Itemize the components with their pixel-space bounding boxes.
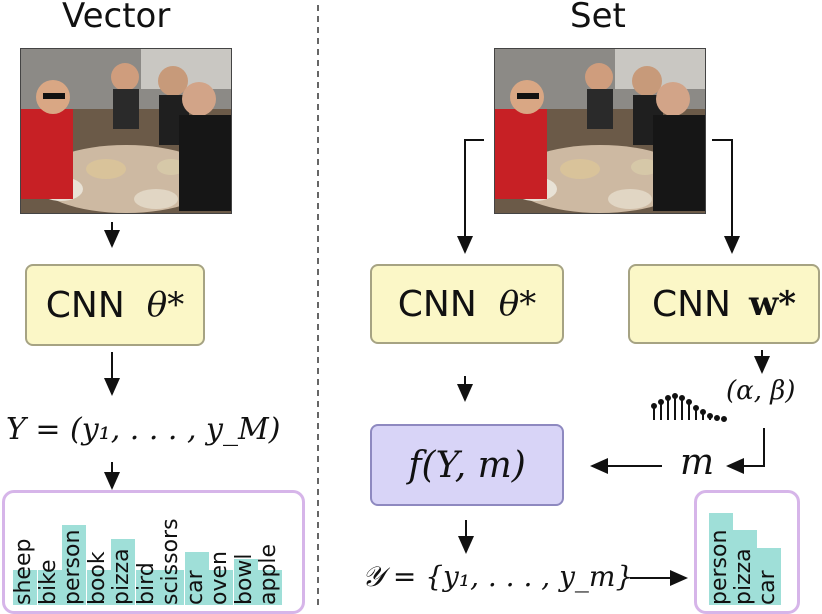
arrow-photo-to-cnn1 bbox=[457, 139, 484, 254]
vector-score-bar bbox=[86, 570, 111, 605]
vector-score-bar bbox=[37, 570, 62, 605]
m-label: m bbox=[680, 442, 715, 483]
set-class-label: pizza bbox=[731, 548, 756, 605]
vector-score-bar bbox=[258, 570, 282, 605]
vector-title: Vector bbox=[62, 0, 171, 36]
vector-score-bar bbox=[111, 539, 135, 605]
vector-class-label: bike bbox=[35, 559, 61, 605]
vector-class-label: person bbox=[60, 529, 85, 605]
vector-class-label: bowl bbox=[231, 553, 257, 605]
cnn-theta-box-right: CNN θ* bbox=[370, 264, 564, 344]
theta-star: θ* bbox=[146, 285, 185, 325]
vector-class-label: apple bbox=[256, 543, 281, 605]
vector-score-bar bbox=[13, 570, 37, 605]
vector-score-bar bbox=[160, 570, 184, 605]
vector-class-label: sheep bbox=[11, 538, 36, 605]
alpha-beta-label: (α, β) bbox=[726, 376, 796, 406]
cnn-label: CNN bbox=[397, 283, 477, 325]
set-class-label: car bbox=[755, 570, 780, 605]
vector-score-bar bbox=[184, 552, 209, 605]
set-score-bar bbox=[757, 548, 781, 605]
vector-score-bar bbox=[209, 570, 233, 605]
cardinality-distribution-icon bbox=[651, 393, 727, 422]
vector-score-bar bbox=[135, 570, 160, 605]
vector-score-bar bbox=[62, 525, 86, 605]
cnn-label: CNN bbox=[651, 283, 731, 325]
theta-star: θ* bbox=[498, 284, 537, 324]
vector-class-label: book bbox=[84, 551, 110, 605]
vector-class-label: scissors bbox=[158, 518, 183, 605]
f-expression: f(Y, m) bbox=[408, 444, 526, 486]
input-photo-left bbox=[20, 48, 232, 214]
vector-class-label: oven bbox=[207, 551, 232, 605]
cnn-label: CNN bbox=[45, 284, 125, 326]
vector-class-label: pizza bbox=[109, 548, 134, 605]
w-star: w* bbox=[748, 284, 797, 324]
y-vector-expression: Y = (y₁, . . . , y_M) bbox=[6, 412, 281, 447]
set-title: Set bbox=[570, 0, 626, 36]
arrow-hist-to-m bbox=[726, 428, 765, 474]
vector-class-label: bird bbox=[133, 562, 159, 605]
set-expression: 𝒴 = {y₁, . . . , y_m} bbox=[362, 560, 634, 593]
arrow-photo-to-cnn2 bbox=[712, 139, 740, 254]
set-score-bar bbox=[733, 530, 757, 605]
cnn-theta-box-left: CNN θ* bbox=[25, 264, 205, 346]
vector-score-bar bbox=[233, 559, 258, 605]
vector-class-label: car bbox=[182, 570, 208, 605]
input-photo-right bbox=[494, 48, 706, 214]
set-class-label: person bbox=[707, 529, 732, 605]
f-function-box: f(Y, m) bbox=[370, 424, 564, 506]
cnn-w-box: CNN w* bbox=[628, 264, 820, 344]
set-score-bar bbox=[709, 513, 733, 605]
